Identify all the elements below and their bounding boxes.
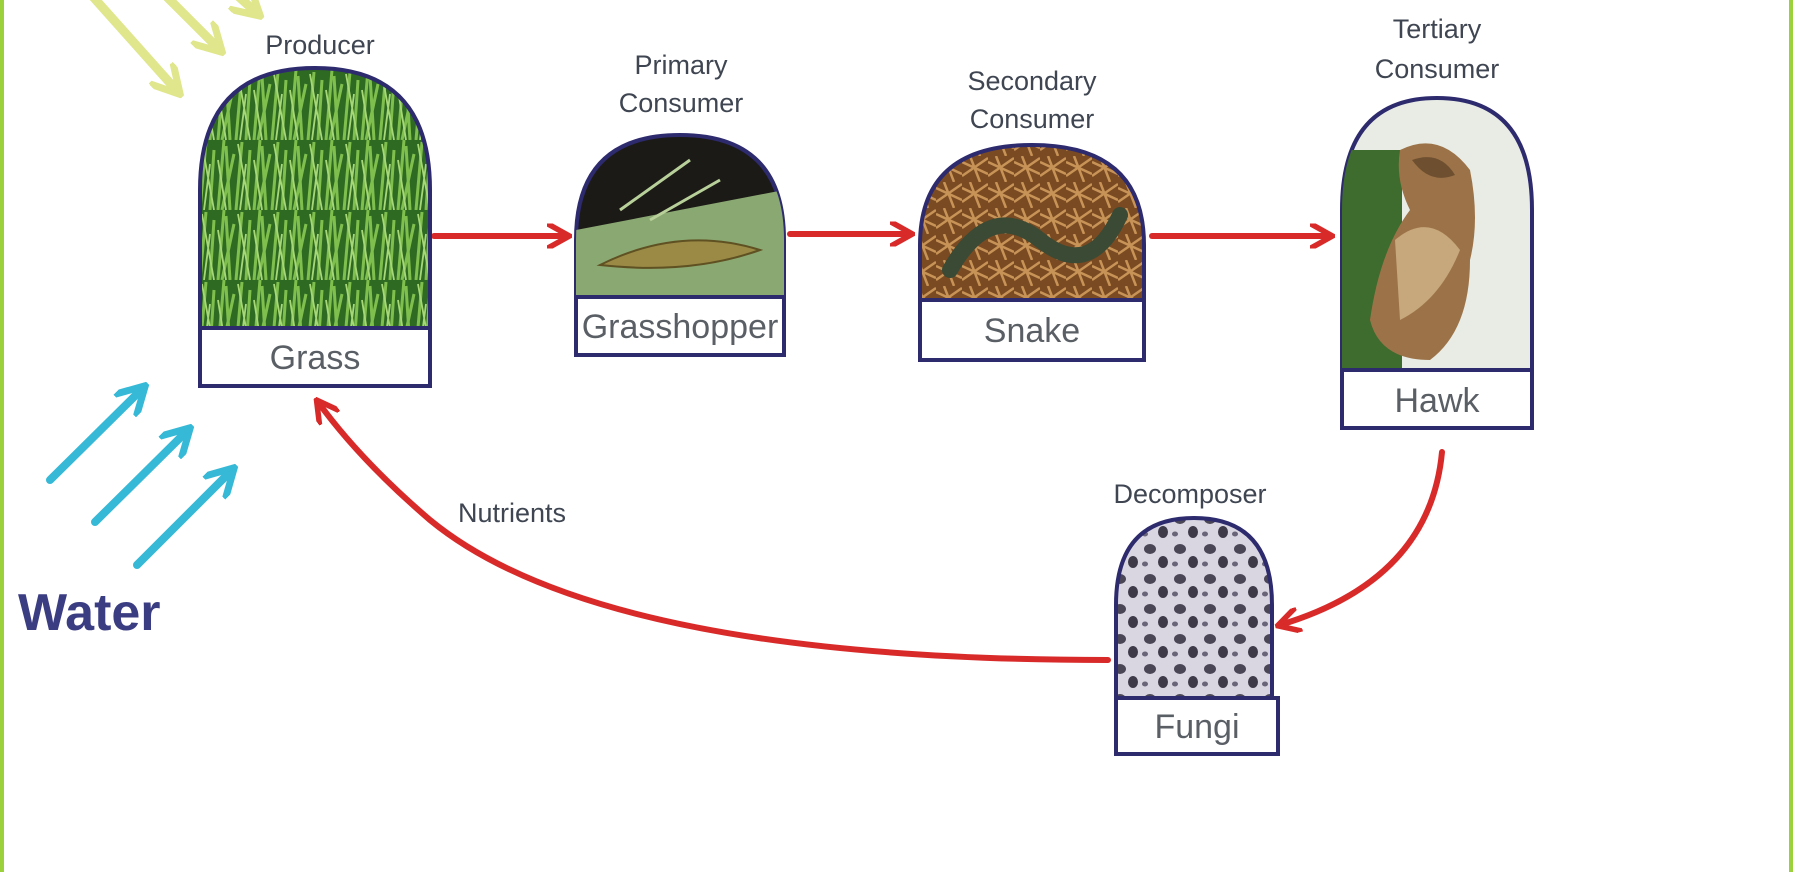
name-box-fungi xyxy=(1114,696,1280,756)
nutrients-label: Nutrients xyxy=(458,498,566,528)
name-label-fungi: Fungi xyxy=(1154,708,1239,746)
name-label-grasshopper: Grasshopper xyxy=(582,308,779,346)
name-box-grass xyxy=(198,326,432,388)
organism-card-grass: Producer Grass xyxy=(198,30,432,388)
role-label-decomposer: Decomposer xyxy=(1113,479,1266,509)
arrow-fungi-to-grass xyxy=(318,402,1111,663)
organism-card-fungi: Decomposer Fungi xyxy=(1113,479,1280,756)
role-label-producer: Producer xyxy=(265,30,375,60)
grass-picture xyxy=(198,65,432,332)
snake-picture xyxy=(918,142,1146,302)
left-frame-edge xyxy=(0,0,4,872)
energy-flow-arrows xyxy=(318,234,1445,663)
fungi-picture xyxy=(1114,515,1274,702)
name-label-hawk: Hawk xyxy=(1394,382,1480,420)
name-box-grasshopper xyxy=(574,295,786,357)
name-label-snake: Snake xyxy=(984,312,1080,350)
water-label: Water xyxy=(18,584,161,642)
name-box-snake xyxy=(918,298,1146,362)
right-frame-edge xyxy=(1789,0,1793,872)
name-label-grass: Grass xyxy=(270,339,361,377)
water-arrows-icon xyxy=(46,388,232,569)
sunlight-arrows-icon xyxy=(89,0,258,92)
name-box-hawk xyxy=(1340,368,1534,430)
arrow-hawk-to-fungi xyxy=(1280,449,1445,625)
